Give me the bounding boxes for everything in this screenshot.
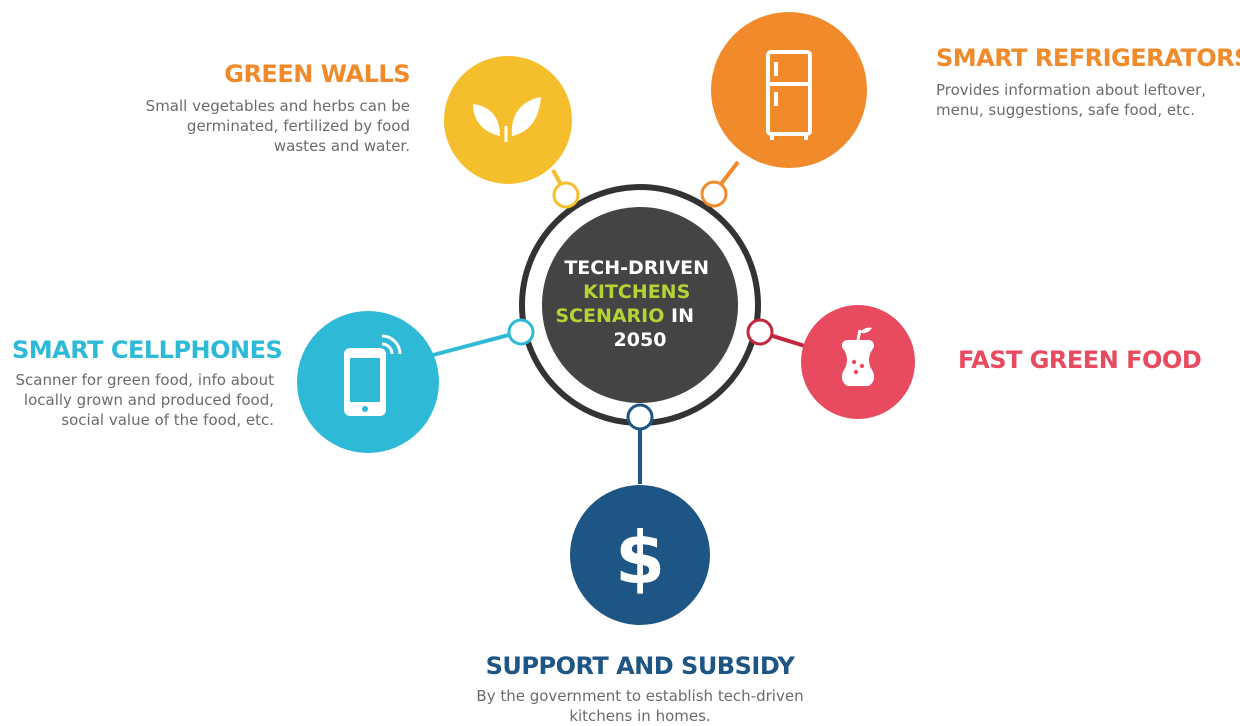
node-smart-cellphones bbox=[297, 311, 439, 453]
connector-smart-cellphones bbox=[432, 330, 521, 357]
label-green-walls: GREEN WALLS Small vegetables and herbs c… bbox=[140, 60, 411, 156]
leaves-icon bbox=[473, 97, 541, 142]
desc-support-subsidy: By the government to establish tech-driv… bbox=[476, 687, 804, 725]
label-smart-cellphones: SMART CELLPHONES Scanner for green food,… bbox=[4, 336, 283, 430]
node-ring-smart-refrigerators bbox=[700, 180, 728, 208]
title-smart-cellphones: SMART CELLPHONES bbox=[12, 336, 283, 364]
node-ring-fast-green-food bbox=[746, 318, 774, 346]
smartphone-icon bbox=[344, 334, 402, 416]
title-support-subsidy: SUPPORT AND SUBSIDY bbox=[485, 652, 795, 680]
node-ring-support-subsidy bbox=[626, 403, 654, 431]
node-ring-smart-cellphones bbox=[507, 318, 535, 346]
label-smart-refrigerators: SMART REFRIGERATORS Provides information… bbox=[936, 44, 1240, 120]
apple-core-icon bbox=[841, 327, 875, 386]
title-green-walls: GREEN WALLS bbox=[224, 60, 410, 88]
node-smart-refrigerators bbox=[711, 12, 867, 168]
label-support-subsidy: SUPPORT AND SUBSIDY By the government to… bbox=[460, 652, 820, 726]
node-fast-green-food bbox=[801, 305, 915, 419]
refrigerator-icon bbox=[766, 50, 812, 140]
label-fast-green-food: FAST GREEN FOOD bbox=[958, 346, 1218, 374]
node-ring-green-walls bbox=[552, 181, 580, 209]
node-green-walls bbox=[444, 56, 572, 184]
dollar-icon: $ bbox=[615, 516, 665, 600]
node-support-subsidy: $ bbox=[570, 485, 710, 625]
hub-title: TECH-DRIVEN KITCHENS SCENARIO IN 2050 bbox=[555, 257, 715, 351]
desc-smart-refrigerators: Provides information about leftover, men… bbox=[936, 81, 1207, 119]
desc-smart-cellphones: Scanner for green food, info about local… bbox=[15, 371, 275, 429]
title-fast-green-food: FAST GREEN FOOD bbox=[958, 346, 1202, 374]
title-smart-refrigerators: SMART REFRIGERATORS bbox=[936, 44, 1240, 72]
hub-circle bbox=[542, 207, 738, 403]
desc-green-walls: Small vegetables and herbs can be germin… bbox=[145, 97, 410, 155]
